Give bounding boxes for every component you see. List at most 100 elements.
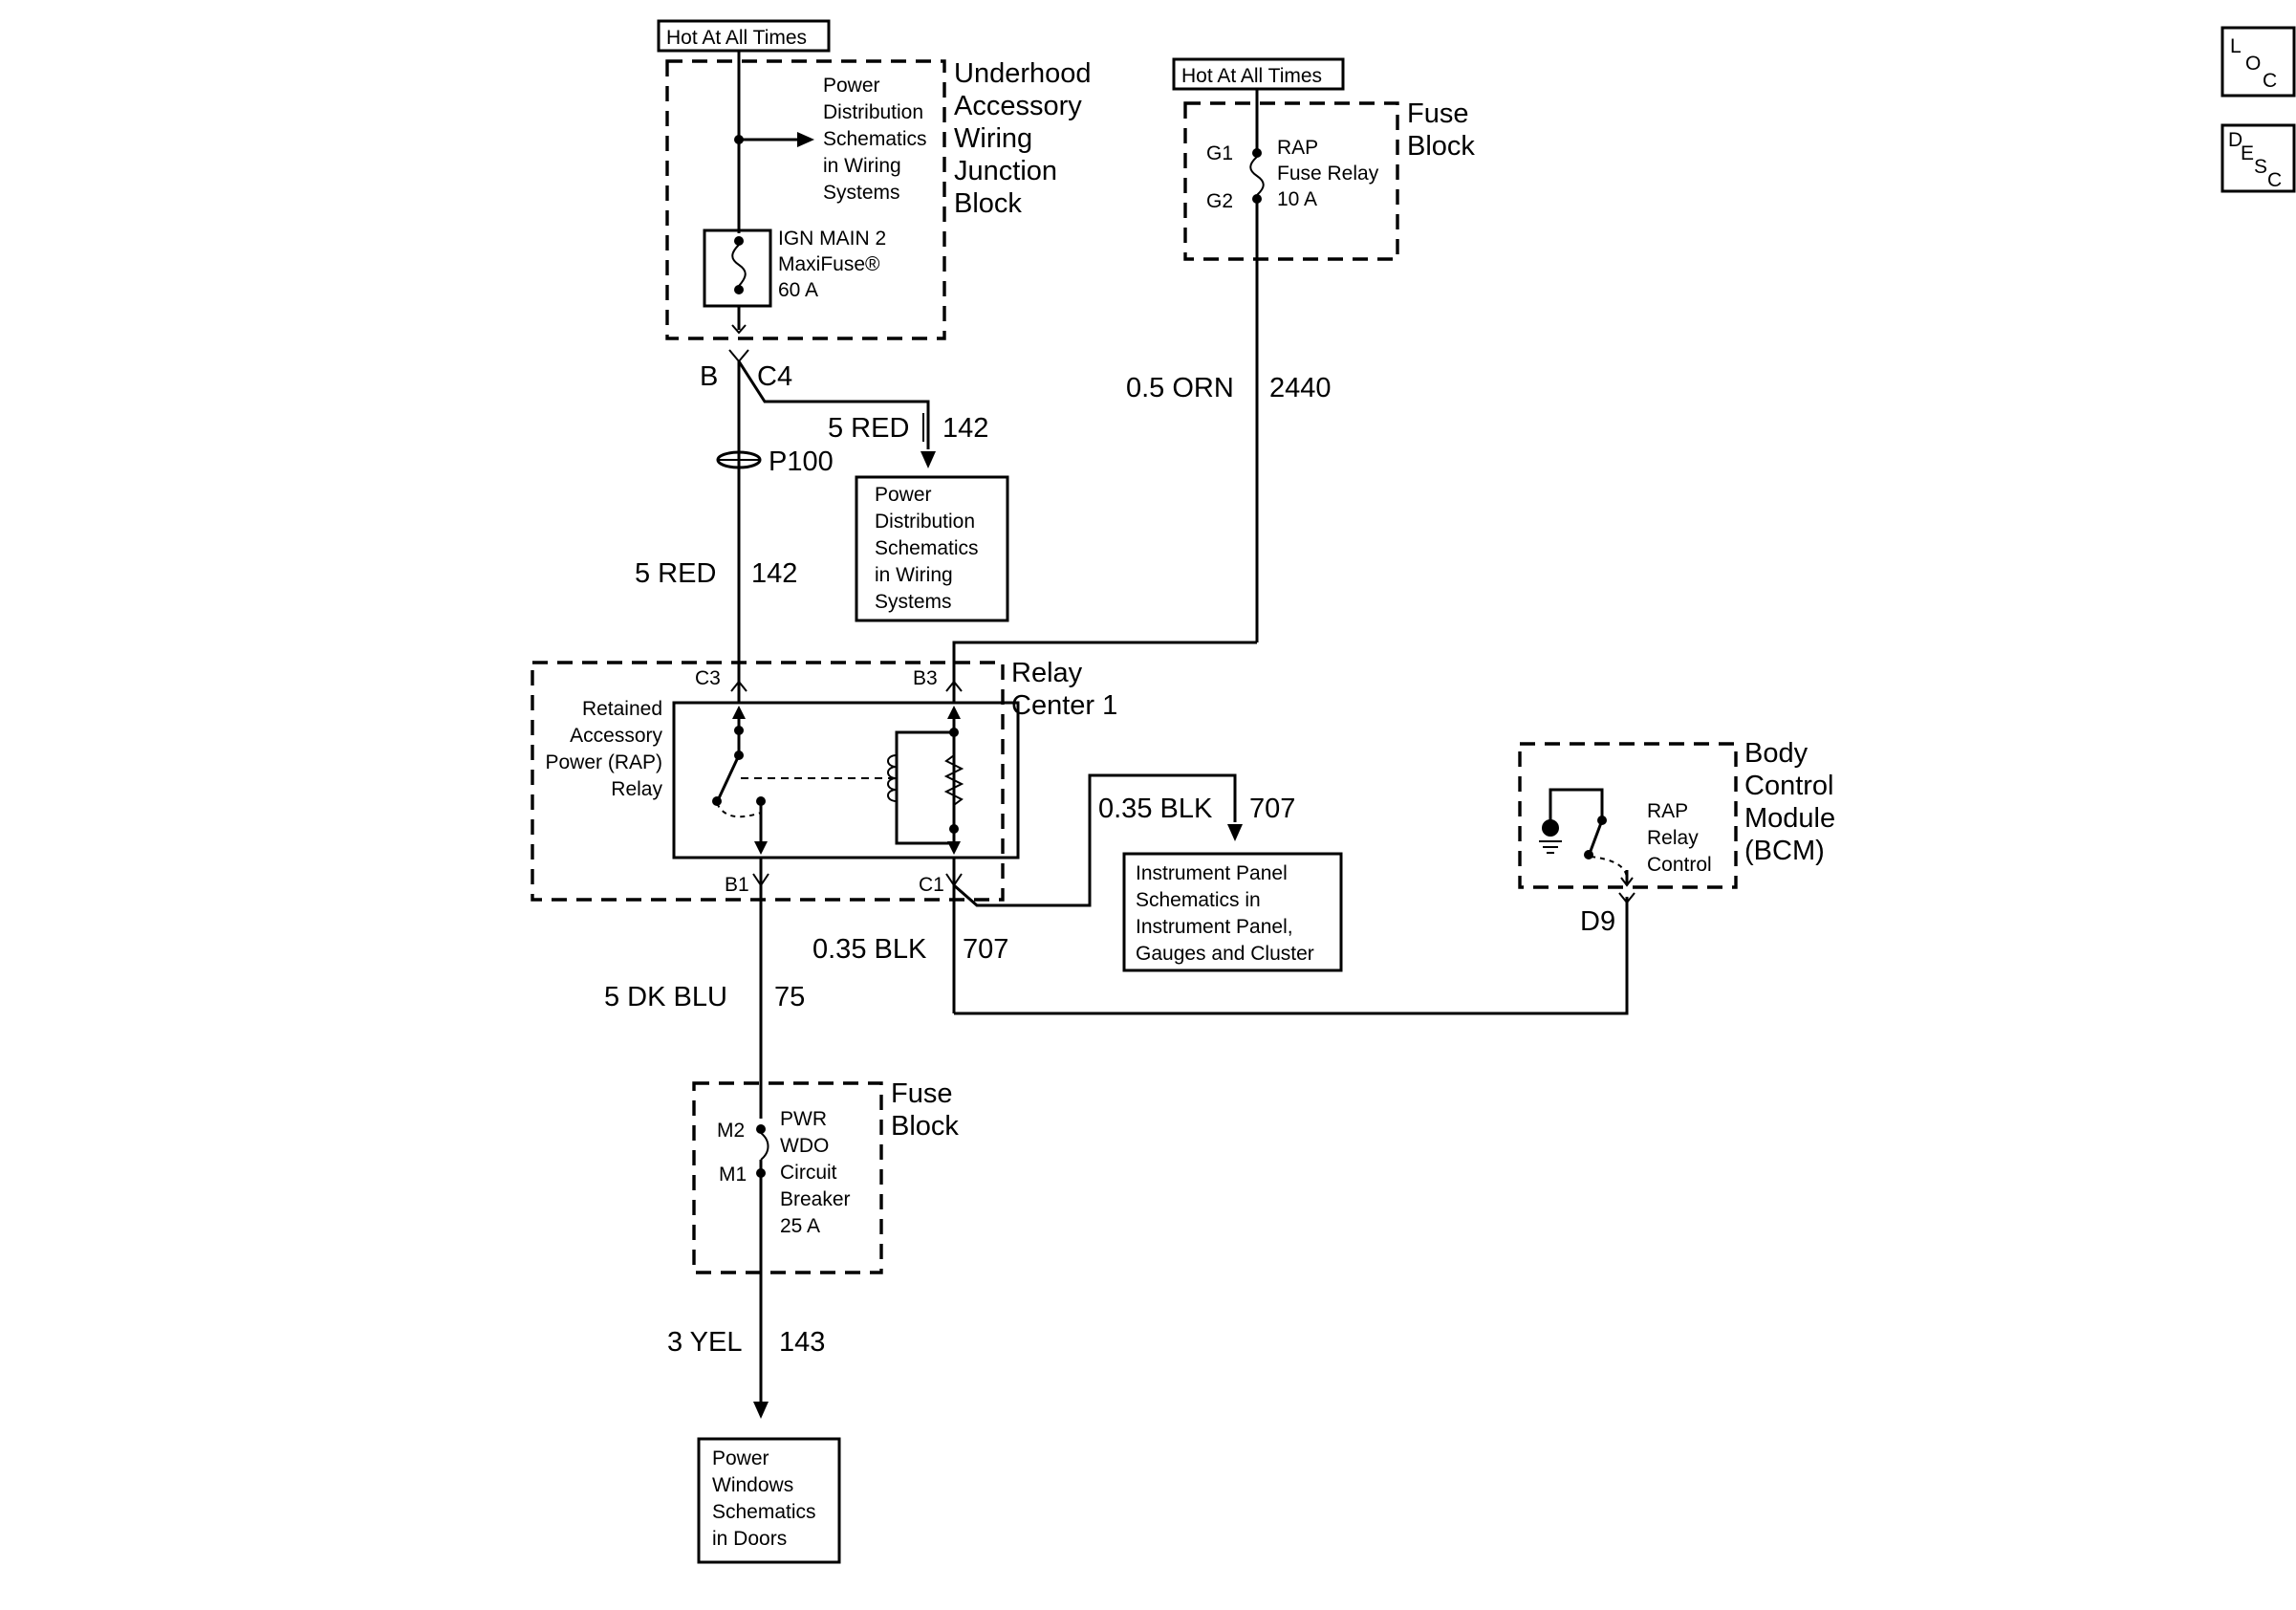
rap-relay-line4: Relay bbox=[611, 778, 662, 800]
pd-line1: Power bbox=[875, 484, 932, 506]
arrow-down-icon bbox=[921, 451, 936, 468]
wire-142b-color: 5 RED bbox=[635, 558, 716, 589]
pin-b-label: B bbox=[700, 361, 718, 392]
pd-line2: Distribution bbox=[875, 511, 975, 533]
bcm-title-line1: Body bbox=[1744, 738, 1809, 769]
svg-text:C: C bbox=[2263, 70, 2277, 92]
rap-fuse-icon bbox=[1249, 156, 1265, 196]
ground-icon bbox=[1539, 840, 1562, 854]
wire-143-color: 3 YEL bbox=[667, 1327, 742, 1358]
pwr-wdo-line5: 25 A bbox=[780, 1215, 820, 1237]
pwr-wdo-line1: PWR bbox=[780, 1108, 827, 1130]
bcm-rap-line3: Control bbox=[1647, 854, 1712, 876]
wire-707a-color: 0.35 BLK bbox=[1098, 794, 1213, 824]
ip-line4: Gauges and Cluster bbox=[1136, 943, 1314, 965]
maxifuse-icon bbox=[703, 228, 772, 308]
hot-label-text-right: Hot At All Times bbox=[1181, 65, 1322, 87]
circuit-breaker-icon bbox=[760, 1132, 769, 1161]
fuseblock1-title-line1: Fuse bbox=[1407, 98, 1468, 129]
bcm-rap-line2: Relay bbox=[1647, 827, 1699, 849]
bcm-switch-arm bbox=[1589, 819, 1604, 852]
connector-c4: B C4 bbox=[700, 349, 792, 392]
rap-relay-box bbox=[672, 701, 1020, 859]
rap-fuse-line2: Fuse Relay bbox=[1277, 163, 1379, 185]
pin-m1-label: M1 bbox=[719, 1164, 747, 1186]
fuse-block-top: Fuse Block G1 G2 RAP Fuse Relay 10 A bbox=[1183, 89, 1475, 261]
maxifuse-line2: MaxiFuse® bbox=[778, 253, 880, 275]
uajb-title-line2: Accessory bbox=[954, 91, 1082, 121]
uajb-ref-line3: Schematics bbox=[823, 128, 927, 150]
bcm-title-line2: Control bbox=[1744, 771, 1834, 801]
pin-g2-label: G2 bbox=[1206, 190, 1233, 212]
pin-b3-label: B3 bbox=[913, 667, 938, 689]
pd-line3: Schematics bbox=[875, 537, 979, 559]
relay-center-title-line1: Relay bbox=[1011, 658, 1083, 688]
rap-relay-line2: Accessory bbox=[570, 725, 662, 747]
ground-node-icon bbox=[1542, 819, 1559, 837]
ip-arrow-down-icon bbox=[1227, 824, 1243, 841]
rap-relay-line1: Retained bbox=[582, 698, 662, 720]
ip-line3: Instrument Panel, bbox=[1136, 916, 1293, 938]
power-distribution-box: Power Distribution Schematics in Wiring … bbox=[855, 475, 1009, 622]
bcm-title-line4: (BCM) bbox=[1744, 836, 1825, 866]
rap-relay-line3: Power (RAP) bbox=[545, 751, 662, 773]
uajb-title-line5: Block bbox=[954, 188, 1022, 219]
wire-75-circuit: 75 bbox=[774, 982, 805, 1012]
pin-m2-label: M2 bbox=[717, 1120, 745, 1142]
pin-c4-label: C4 bbox=[757, 361, 792, 392]
svg-text:O: O bbox=[2245, 53, 2261, 75]
pw-line3: Schematics bbox=[712, 1501, 816, 1523]
connector-c3-icon bbox=[730, 680, 747, 692]
uajb-ref-line1: Power bbox=[823, 75, 880, 97]
pw-arrow-down-icon bbox=[753, 1402, 769, 1419]
fuseblock2-title-line1: Fuse bbox=[891, 1078, 952, 1109]
instrument-panel-box: Instrument Panel Schematics in Instrumen… bbox=[1122, 852, 1343, 972]
wire-142a-color: 5 RED bbox=[828, 413, 909, 444]
svg-text:C: C bbox=[2267, 169, 2282, 191]
ip-line1: Instrument Panel bbox=[1136, 862, 1288, 884]
relay-arrow-up-icon bbox=[732, 706, 746, 719]
pwr-wdo-line2: WDO bbox=[780, 1135, 829, 1157]
desc-button[interactable]: D E S C bbox=[2220, 123, 2296, 193]
pd-line5: Systems bbox=[875, 591, 952, 613]
wire-2440-color: 0.5 ORN bbox=[1126, 373, 1234, 403]
pin-c3-label: C3 bbox=[695, 667, 721, 689]
coil-arrow-down-icon bbox=[947, 841, 961, 855]
bcm-title-line3: Module bbox=[1744, 803, 1835, 834]
svg-text:E: E bbox=[2241, 142, 2254, 164]
relay-resistor-icon bbox=[943, 754, 964, 806]
coil-arrow-up-icon bbox=[947, 706, 961, 719]
relay-arrow-down-icon bbox=[754, 841, 768, 855]
uajb-ref-line5: Systems bbox=[823, 182, 900, 204]
wire-707b-circuit: 707 bbox=[963, 934, 1008, 965]
relay-coil-icon bbox=[887, 754, 898, 802]
pwr-wdo-line4: Breaker bbox=[780, 1188, 851, 1210]
uajb-title-line4: Junction bbox=[954, 156, 1057, 186]
body-control-module: Body Control Module (BCM) RAP Relay Cont… bbox=[1518, 738, 1835, 937]
bcm-arrow-icon bbox=[1620, 877, 1634, 887]
svg-text:D: D bbox=[2228, 129, 2242, 151]
pin-b1-label: B1 bbox=[725, 874, 749, 896]
fuse-block-bottom: Fuse Block M2 M1 PWR WDO Circuit Breaker… bbox=[692, 1078, 959, 1274]
fuseblock2-title-line2: Block bbox=[891, 1111, 959, 1142]
relay-center-title-line2: Center 1 bbox=[1011, 690, 1117, 721]
svg-text:L: L bbox=[2230, 35, 2242, 57]
pd-line4: in Wiring bbox=[875, 564, 953, 586]
rap-fuse-line3: 10 A bbox=[1277, 188, 1317, 210]
loc-button[interactable]: L O C bbox=[2220, 26, 2296, 98]
uajb-title-line1: Underhood bbox=[954, 58, 1092, 89]
hot-label-text-left: Hot At All Times bbox=[666, 27, 807, 49]
pw-line1: Power bbox=[712, 1447, 769, 1469]
fuseblock1-title-line2: Block bbox=[1407, 131, 1475, 162]
splice-p100: P100 bbox=[716, 446, 834, 477]
uajb-ref-line4: in Wiring bbox=[823, 155, 901, 177]
wire-75-color: 5 DK BLU bbox=[604, 982, 727, 1012]
pwr-wdo-line3: Circuit bbox=[780, 1162, 837, 1184]
bcm-rap-line1: RAP bbox=[1647, 800, 1688, 822]
uajb-ref-line2: Distribution bbox=[823, 101, 923, 123]
pin-d9-label: D9 bbox=[1580, 906, 1615, 937]
pin-c1-label: C1 bbox=[919, 874, 944, 896]
ip-line2: Schematics in bbox=[1136, 889, 1261, 911]
wire-2440-circuit: 2440 bbox=[1269, 373, 1332, 403]
